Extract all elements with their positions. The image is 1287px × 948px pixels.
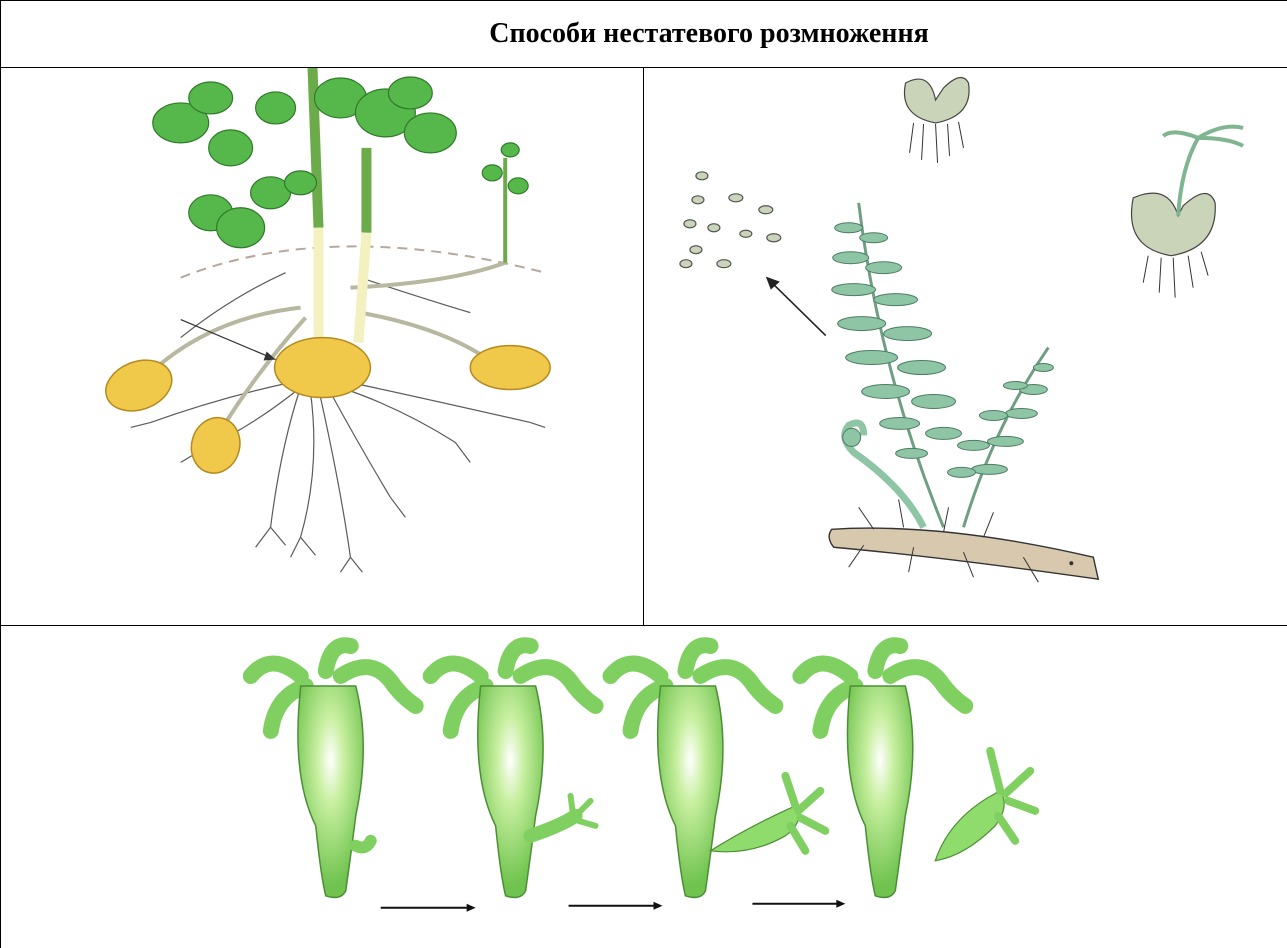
- hydra-stage-1: [251, 645, 416, 897]
- hydra-budding-illustration: [1, 626, 1287, 948]
- prothallus-top: [904, 78, 969, 163]
- potato-cell: [1, 68, 644, 626]
- fern-spores-illustration: [644, 68, 1287, 625]
- prothallus-sprouting: [1132, 127, 1244, 298]
- spores: [680, 172, 781, 268]
- hydra-stage-4: [800, 645, 1035, 897]
- fern-cell: [644, 68, 1287, 626]
- stage-arrows: [381, 900, 846, 912]
- hydra-cell: [1, 626, 1287, 948]
- hydra-stage-3: [611, 645, 826, 897]
- page-title: Способи нестатевого розмноження: [359, 18, 928, 49]
- roots: [131, 273, 545, 573]
- title-cell: Способи нестатевого розмноження: [1, 1, 1287, 68]
- leaves: [153, 77, 528, 248]
- fern-fronds: [832, 203, 1054, 527]
- hydra-stage-2: [431, 645, 596, 897]
- potato-tubers-illustration: [1, 68, 643, 625]
- rhizome: [829, 499, 1098, 582]
